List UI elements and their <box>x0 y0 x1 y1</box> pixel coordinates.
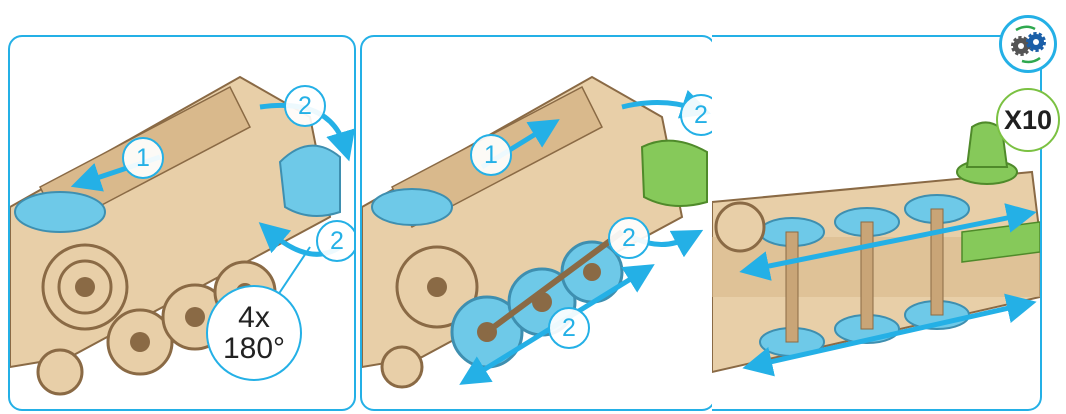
gears-icon <box>999 15 1057 73</box>
rotation-angle: 180° <box>208 333 300 364</box>
step-1-badge: 1 <box>122 137 164 179</box>
rotation-count: 4x <box>208 302 300 333</box>
step-panel-1: 1 2 2 4x 180° <box>8 35 356 411</box>
step-panel-2: 1 2 2 2 <box>360 35 716 411</box>
step-2-badge: 2 <box>680 94 716 136</box>
rotation-badge: 4x 180° <box>206 285 302 381</box>
step-2-badge: 2 <box>548 307 590 349</box>
model-illustration-3 <box>712 37 1040 409</box>
model-illustration-2 <box>362 37 714 409</box>
quantity-badge: X10 <box>996 88 1060 152</box>
step-2-badge: 2 <box>316 220 356 262</box>
step-1-badge: 1 <box>470 134 512 176</box>
step-panel-3 <box>712 35 1042 411</box>
step-2-badge: 2 <box>284 85 326 127</box>
step-2-badge: 2 <box>608 217 650 259</box>
